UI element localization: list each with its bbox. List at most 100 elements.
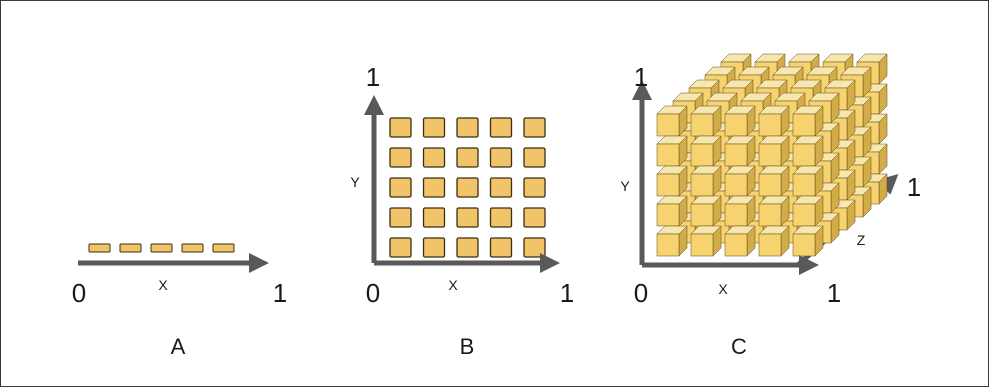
panel-b-square — [424, 208, 445, 227]
panel-a-tile — [151, 244, 172, 252]
cube-front-face — [793, 234, 815, 256]
panel-b-square — [524, 118, 545, 137]
panel-b-square — [390, 118, 411, 137]
panel-c-y-end-label: 1 — [634, 62, 648, 92]
panel-a-label: A — [171, 334, 186, 359]
panel-b-square — [390, 178, 411, 197]
panel-c-cube — [725, 196, 755, 226]
panel-c-cube — [725, 226, 755, 256]
panel-b-square — [390, 148, 411, 167]
panel-a-tile — [213, 244, 234, 252]
panel-c-cube — [657, 106, 687, 136]
panel-c-cube — [691, 166, 721, 196]
panel-c-cube — [759, 166, 789, 196]
panel-b-square — [424, 118, 445, 137]
cube-front-face — [759, 234, 781, 256]
cube-front-face — [725, 234, 747, 256]
panel-c-cube — [657, 166, 687, 196]
panel-c-cube — [793, 166, 823, 196]
panel-b-square — [390, 208, 411, 227]
cube-front-face — [725, 174, 747, 196]
panel-c-cube — [657, 136, 687, 166]
cube-front-face — [759, 114, 781, 136]
cube-front-face — [793, 144, 815, 166]
cube-front-face — [725, 204, 747, 226]
panel-c-cube — [793, 196, 823, 226]
panel-b-square — [424, 238, 445, 257]
panel-a-origin-label: 0 — [72, 278, 86, 308]
panel-c-cube — [725, 106, 755, 136]
panel-b-square — [457, 118, 478, 137]
panel-a-items — [89, 244, 234, 252]
panel-b-grid — [390, 118, 545, 257]
panel-c-cube — [793, 136, 823, 166]
cube-front-face — [759, 144, 781, 166]
panel-b-square — [457, 148, 478, 167]
panel-b-square — [457, 178, 478, 197]
panel-b-square — [491, 178, 512, 197]
panel-c-origin-label: 0 — [634, 278, 648, 308]
panel-c-cube — [691, 226, 721, 256]
panel-b-square — [491, 208, 512, 227]
cube-front-face — [725, 144, 747, 166]
panel-c-cube-lattice — [657, 54, 887, 256]
panel-a-end-label: 1 — [273, 278, 287, 308]
panel-b-square — [424, 148, 445, 167]
cube-front-face — [691, 234, 713, 256]
cube-front-face — [759, 174, 781, 196]
panel-c-z-end-label: 1 — [907, 172, 921, 202]
panel-a-tile — [182, 244, 203, 252]
panel-c-cube — [657, 196, 687, 226]
cube-front-face — [657, 144, 679, 166]
panel-b-square — [524, 148, 545, 167]
panel-c-cube — [793, 226, 823, 256]
panel-c-cube — [657, 226, 687, 256]
panel-c-cube — [759, 106, 789, 136]
panel-a-tile — [120, 244, 141, 252]
panel-b-square — [390, 238, 411, 257]
panel-c-cube — [691, 196, 721, 226]
panel-b-label: B — [460, 334, 475, 359]
cube-front-face — [657, 174, 679, 196]
cube-front-face — [793, 204, 815, 226]
panel-c-y-axis-label: Y — [620, 178, 630, 194]
panel-b-square — [491, 118, 512, 137]
panel-a: 0 1 X A — [72, 244, 287, 359]
panel-c-x-end-label: 1 — [827, 278, 841, 308]
panel-b-y-axis-label: Y — [350, 174, 360, 190]
panel-c-cube — [759, 196, 789, 226]
cube-front-face — [793, 114, 815, 136]
panel-c-cube — [725, 136, 755, 166]
panel-c-z-axis-label: Z — [857, 232, 866, 248]
panel-c-cube — [691, 106, 721, 136]
cube-front-face — [793, 174, 815, 196]
panel-b-y-end-label: 1 — [366, 62, 380, 92]
panel-c-cube — [691, 136, 721, 166]
panel-c-label: C — [731, 334, 747, 359]
panel-b-square — [524, 178, 545, 197]
panel-b-square — [491, 238, 512, 257]
panel-b-x-end-label: 1 — [560, 278, 574, 308]
panel-b-square — [457, 238, 478, 257]
panel-b-square — [524, 238, 545, 257]
panel-c-x-axis-label: X — [718, 281, 728, 297]
panel-b-square — [491, 148, 512, 167]
cube-front-face — [657, 234, 679, 256]
panel-b-x-axis-label: X — [448, 277, 458, 293]
panel-c-cube — [759, 226, 789, 256]
panel-b-square — [424, 178, 445, 197]
cube-front-face — [759, 204, 781, 226]
cube-front-face — [691, 144, 713, 166]
cube-front-face — [691, 174, 713, 196]
panel-c: 0 1 1 1 X Y Z C — [620, 54, 921, 359]
panel-a-x-axis-label: X — [158, 277, 168, 293]
panel-a-tile — [89, 244, 110, 252]
cube-front-face — [691, 204, 713, 226]
panel-c-cube — [793, 106, 823, 136]
cube-front-face — [657, 204, 679, 226]
panel-b-origin-label: 0 — [366, 278, 380, 308]
panel-b-square — [524, 208, 545, 227]
cube-front-face — [657, 114, 679, 136]
